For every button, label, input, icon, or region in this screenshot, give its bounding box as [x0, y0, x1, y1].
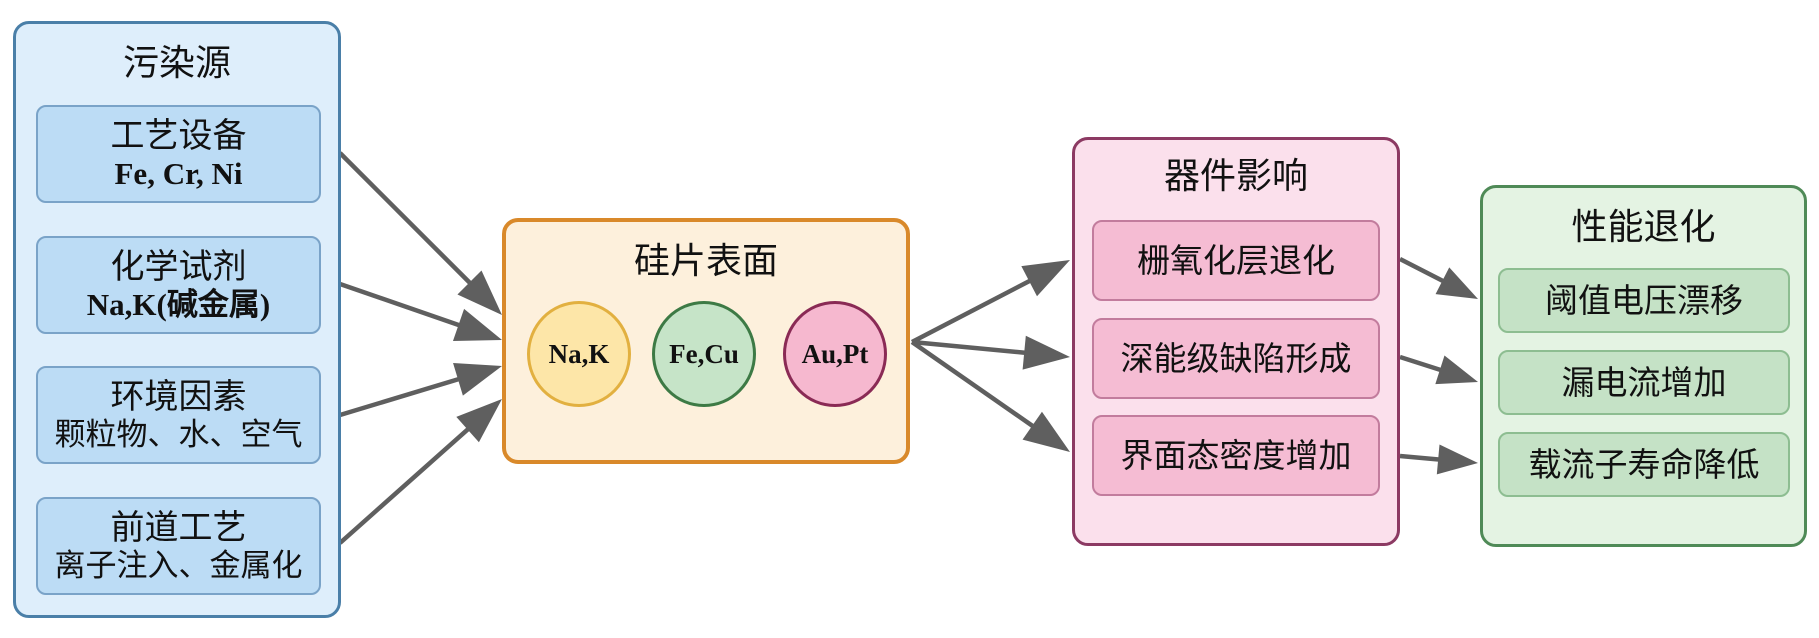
- device-impact-panel: 器件影响 栅氧化层退化 深能级缺陷形成 界面态密度增加: [1072, 137, 1400, 546]
- wafer-title: 硅片表面: [633, 241, 778, 282]
- source-environment: 环境因素 颗粒物、水、空气: [36, 366, 321, 464]
- flow-arrow-line: [338, 151, 473, 286]
- arrowhead-icon: [1021, 260, 1070, 297]
- arrowhead-icon: [1436, 444, 1478, 475]
- arrowhead-icon: [1435, 355, 1478, 385]
- source-name: 前道工艺: [110, 508, 247, 548]
- flow-arrow-line: [338, 426, 471, 545]
- arrowhead-icon: [456, 399, 502, 443]
- sources-title: 污染源: [122, 43, 231, 84]
- contaminant-label: Na,K: [548, 338, 610, 369]
- flow-arrow-line: [339, 376, 461, 418]
- source-front-end-process: 前道工艺 离子注入、金属化: [36, 497, 321, 595]
- contaminant-label: Fe,Cu: [669, 338, 739, 369]
- device-impact-item: 栅氧化层退化: [1092, 220, 1380, 301]
- source-detail: 颗粒物、水、空气: [54, 417, 303, 453]
- arrowhead-icon: [457, 270, 502, 315]
- source-process-equipment: 工艺设备 Fe, Cr, Ni: [36, 105, 321, 203]
- flow-arrow-line: [910, 278, 1032, 344]
- flow-arrow-line: [1399, 453, 1441, 462]
- source-detail: Na,K(碱金属): [86, 287, 271, 322]
- source-name: 化学试剂: [110, 247, 247, 287]
- performance-item: 漏电流增加: [1498, 350, 1790, 415]
- contaminant-label: Au,Pt: [801, 338, 869, 369]
- source-name: 工艺设备: [110, 116, 247, 156]
- source-chemical-reagents: 化学试剂 Na,K(碱金属): [36, 236, 321, 334]
- contaminant-circle-na-k: Na,K: [527, 301, 631, 407]
- flow-arrow-line: [911, 339, 1027, 356]
- performance-degradation-panel: 性能退化 阈值电压漂移 漏电流增加 载流子寿命降低: [1480, 185, 1807, 547]
- performance-item: 阈值电压漂移: [1498, 268, 1790, 333]
- source-detail: 离子注入、金属化: [54, 548, 303, 584]
- performance-item: 载流子寿命降低: [1498, 432, 1790, 497]
- contamination-sources-panel: 污染源 工艺设备 Fe, Cr, Ni 化学试剂 Na,K(碱金属) 环境因素 …: [13, 21, 341, 618]
- device-impact-item: 深能级缺陷形成: [1092, 318, 1380, 399]
- flow-arrow-line: [1399, 354, 1443, 373]
- arrowhead-icon: [452, 308, 502, 342]
- device-impact-item: 界面态密度增加: [1092, 415, 1380, 496]
- device-title: 器件影响: [1163, 156, 1308, 197]
- source-name: 环境因素: [110, 377, 247, 417]
- source-detail: Fe, Cr, Ni: [114, 156, 243, 191]
- contaminant-circle-au-pt: Au,Pt: [783, 301, 887, 407]
- contaminant-circle-fe-cu: Fe,Cu: [652, 301, 756, 407]
- arrowhead-icon: [1022, 411, 1070, 452]
- flow-arrow-line: [1398, 256, 1446, 284]
- arrowhead-icon: [453, 363, 502, 396]
- arrowhead-icon: [1022, 335, 1070, 370]
- flow-arrow-line: [910, 340, 1036, 429]
- flow-arrow-line: [339, 281, 462, 328]
- wafer-surface-panel: 硅片表面 Na,K Fe,Cu Au,Pt: [502, 218, 910, 464]
- performance-title: 性能退化: [1571, 207, 1716, 248]
- arrowhead-icon: [1435, 267, 1478, 299]
